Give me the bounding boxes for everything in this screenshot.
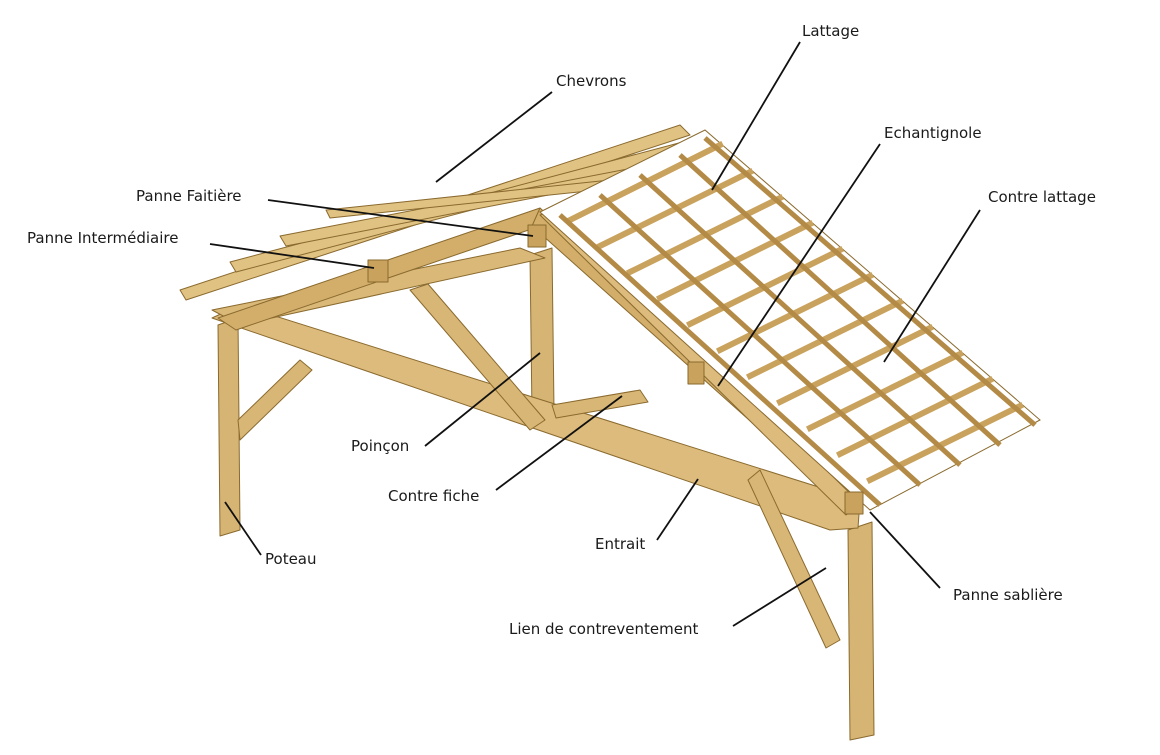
leader-panne-intermediaire [209,243,375,269]
leader-contre-lattage [883,209,981,363]
label-panne-faitiere: Panne Faitière [136,187,242,205]
leader-panne-sabliere [869,511,941,589]
label-lattage: Lattage [802,22,859,40]
batten [745,297,905,381]
strut-right [551,389,649,419]
timber-structure-illustration [179,124,1041,741]
post-brace-left [237,359,313,441]
intermediate-purlin-block [367,259,389,283]
front-post-middle [529,247,555,416]
label-lien-contreventement: Lien de contreventement [509,620,698,638]
leader-lines [209,41,981,627]
post-brace-right [747,469,841,649]
counter-batten [558,213,882,507]
label-contre-fiche: Contre fiche [388,487,479,505]
leader-lien-contreventement [732,567,827,627]
leader-entrait [656,478,699,541]
leader-poteau [224,501,262,556]
leader-poincon [424,352,541,447]
label-entrait: Entrait [595,535,645,553]
label-poteau: Poteau [265,550,317,568]
batten [775,323,935,407]
leader-contre-fiche [495,395,623,491]
label-poincon: Poinçon [351,437,409,455]
counter-batten [638,173,962,467]
front-post-right [847,521,875,741]
counter-batten [703,136,1037,427]
batten [835,375,995,459]
leader-chevrons [435,91,553,183]
rear-post-left [217,317,241,537]
wall-plate-block [844,491,864,515]
leader-panne-faitiere [267,199,534,237]
counter-batten [678,153,1002,447]
leader-echantignole [717,143,881,387]
label-echantignole: Echantignole [884,124,982,142]
label-panne-sabliere: Panne sablière [953,586,1063,604]
batten [805,349,965,433]
counter-lathing [558,136,1037,507]
label-panne-intermediaire: Panne Intermédiaire [27,229,178,247]
label-chevrons: Chevrons [556,72,627,90]
counter-batten [598,193,922,487]
label-contre-lattage: Contre lattage [988,188,1096,206]
labels: Lattage Chevrons Echantignole Panne Fait… [27,22,1096,638]
cleat-block [687,361,705,385]
leader-lattage [711,41,801,191]
batten [865,401,1025,485]
strut-left [409,283,546,431]
